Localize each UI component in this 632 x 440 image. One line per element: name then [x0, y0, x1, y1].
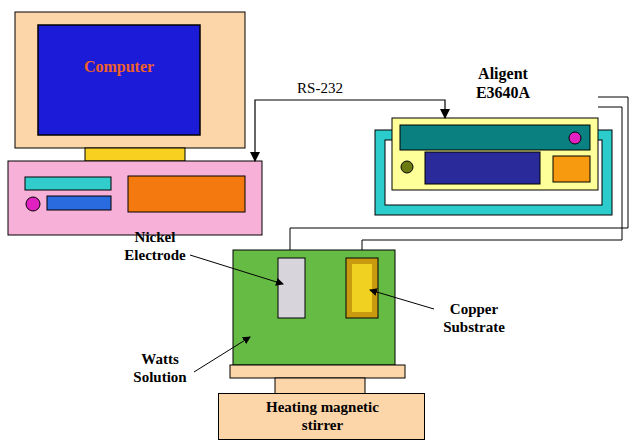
copper-face [352, 264, 372, 312]
stirrer-plate [230, 365, 405, 378]
serial-link [255, 100, 445, 161]
copper-substrate [346, 258, 378, 318]
beaker [233, 250, 395, 365]
supply-knob [401, 161, 413, 173]
drive-slot [25, 177, 111, 190]
supply-keypad [425, 152, 540, 184]
monitor-screen [38, 25, 200, 135]
drive-bay [47, 196, 111, 210]
power-supply: Aligent E3640A [375, 118, 612, 215]
computer-unit: Computer [8, 12, 262, 235]
front-panel [128, 176, 245, 212]
supply-display [400, 125, 590, 150]
stirrer-box: Heating magnetic stirrer [218, 393, 425, 440]
wire [362, 107, 622, 258]
nickel-electrode [278, 258, 305, 318]
part-label: Nickel Electrode [115, 228, 195, 264]
power-button [26, 197, 40, 211]
leader-line [190, 255, 283, 284]
computer-base [8, 161, 262, 235]
monitor-frame [15, 12, 245, 148]
monitor-stand [85, 148, 185, 161]
leader-line [194, 337, 250, 372]
supply-button [569, 132, 581, 144]
node-text: Aligent E3640A [453, 64, 553, 102]
part-label: Copper Substrate [434, 300, 514, 336]
supply-terminals [553, 156, 590, 182]
edge-label: RS-232 [295, 79, 345, 97]
part-label: Watts Solution [124, 350, 196, 386]
leader-line [370, 290, 434, 309]
stirrer-neck [275, 378, 365, 394]
supply-panel [392, 118, 598, 190]
node-text: Computer [38, 57, 200, 76]
node-text: Heating magnetic stirrer [249, 398, 396, 434]
wire [290, 97, 628, 258]
